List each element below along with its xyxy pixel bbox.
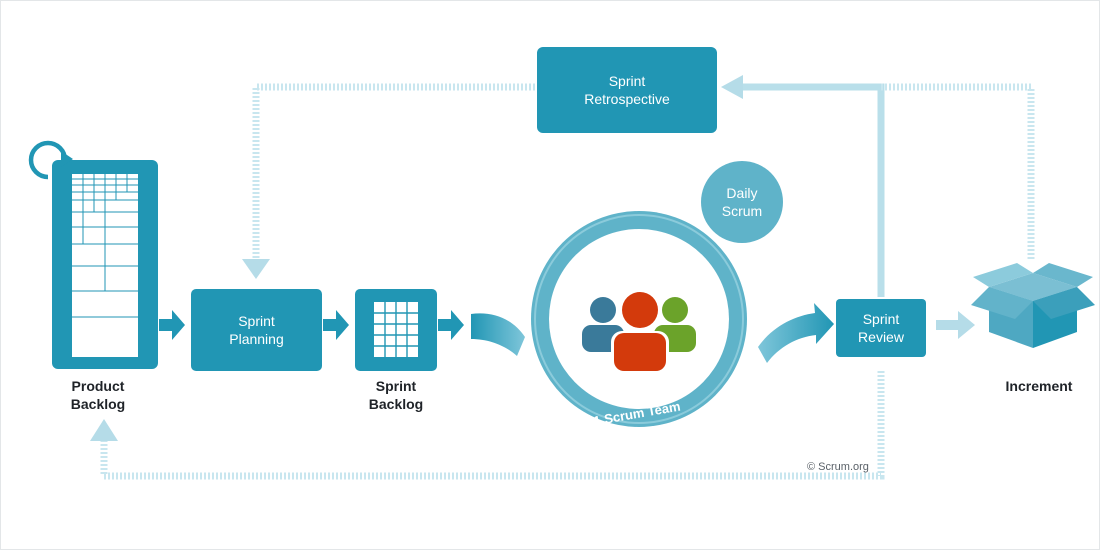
sprint-planning-label: Sprint Planning [229,313,284,347]
circular-arrow-icon [28,140,73,180]
arrow-planning-to-sprint-backlog [323,310,349,340]
daily-scrum-circle [701,161,783,243]
arrowhead-down-planning [242,259,270,279]
arrowhead-left-retro [721,75,743,99]
feedback-paths [100,83,1035,480]
sprint-review-label: Sprint Review [858,311,904,345]
retro-to-planning-path [252,83,535,259]
product-backlog-label: Product Backlog [70,378,126,412]
feedback-arrowheads [90,75,743,441]
sprint-planning-box [191,289,322,371]
sprint-backlog-board [355,289,437,371]
increment-to-retro-path [881,83,1035,259]
open-box-icon [971,263,1095,348]
product-backlog-board [52,160,158,369]
copyright-text: © Scrum.org [807,461,869,473]
sprint-retrospective-box [537,47,717,133]
sweep-arrow-out-of-team [758,303,834,363]
arrow-backlog-to-planning [159,310,185,340]
flow-arrows [159,310,464,340]
sprint-backlog-label: Sprint Backlog [368,378,424,412]
arrowhead-up-backlog [90,419,118,441]
increment-label: Increment [1005,378,1073,394]
arrow-sprint-backlog-to-team [438,310,464,340]
arrow-review-to-increment [936,311,975,339]
daily-scrum-label: Daily Scrum [721,185,763,219]
sprint-retrospective-label: Sprint Retrospective [584,73,670,107]
review-to-backlog-path [100,371,885,480]
sprint-review-box [836,299,926,357]
team-people-icon [582,289,696,371]
sweep-arrow-into-team [471,313,525,356]
